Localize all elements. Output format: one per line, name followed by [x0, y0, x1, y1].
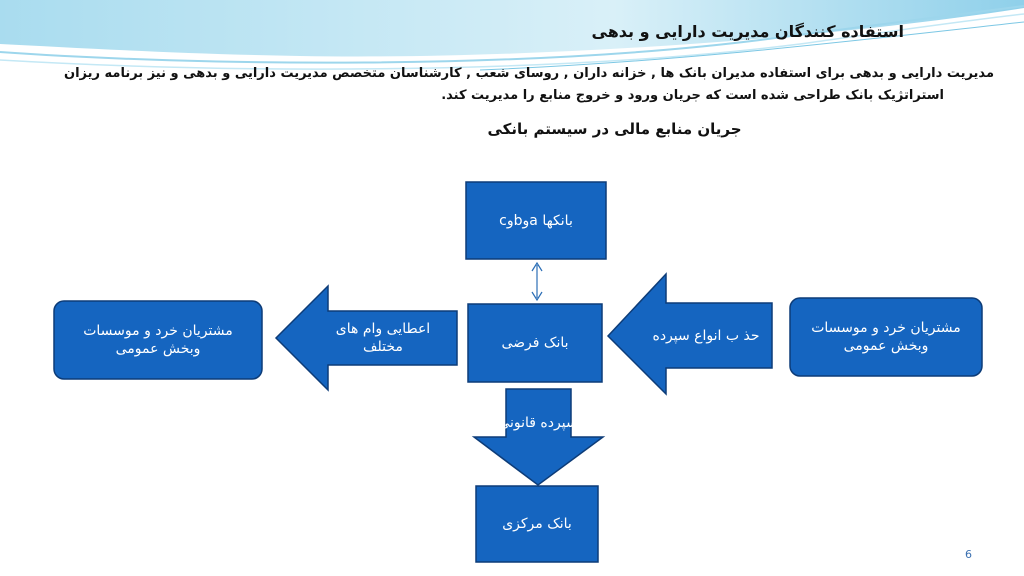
left-customers-box: مشتریان خرد و موسسات وبخش عمومی: [83, 323, 233, 357]
bottom-central-bank-box-shape: [475, 485, 599, 563]
down-legal-deposit-label: سپرده قانونی: [498, 415, 578, 431]
center-bank-box-shape: [467, 303, 603, 383]
page-number: 6: [965, 548, 972, 561]
left-customers-box-shape: [53, 300, 263, 380]
top-banks-box-shape: [465, 181, 607, 260]
connector-arrowhead-up: [531, 261, 543, 272]
right-deposits-arrow-shape: [606, 272, 773, 396]
center-bank-box: بانک فرضی: [501, 335, 569, 351]
slide-title: استفاده کنندگان مدیریت دارایی و بدهی: [591, 22, 904, 41]
left-loans-arrow-label: اعطایی وام های مختلف: [335, 321, 431, 355]
right-customers-box-shape: [789, 297, 983, 377]
diagram-subtitle: جریان منابع مالی در سیستم بانکی: [487, 120, 742, 138]
bottom-central-bank-box: بانک مرکزی: [502, 516, 572, 532]
right-deposits-arrow-label: حذ ب انواع سپرده: [652, 327, 760, 344]
intro-paragraph-line-1: مدیریت دارایی و بدهی برای استفاده مدیران…: [64, 66, 994, 81]
left-loans-arrow-shape: [274, 284, 458, 392]
right-customers-box: مشتریان خرد و موسسات وبخش عمومی: [811, 320, 961, 354]
down-legal-deposit-arrow-shape: [471, 388, 606, 486]
connector-arrowhead-down: [531, 291, 543, 302]
header-waves: [0, 0, 1024, 71]
intro-paragraph-line-2: استراتژیک بانک طراحی شده است که جریان ور…: [441, 88, 944, 103]
top-banks-box: بانکها aوbوc: [499, 212, 573, 229]
